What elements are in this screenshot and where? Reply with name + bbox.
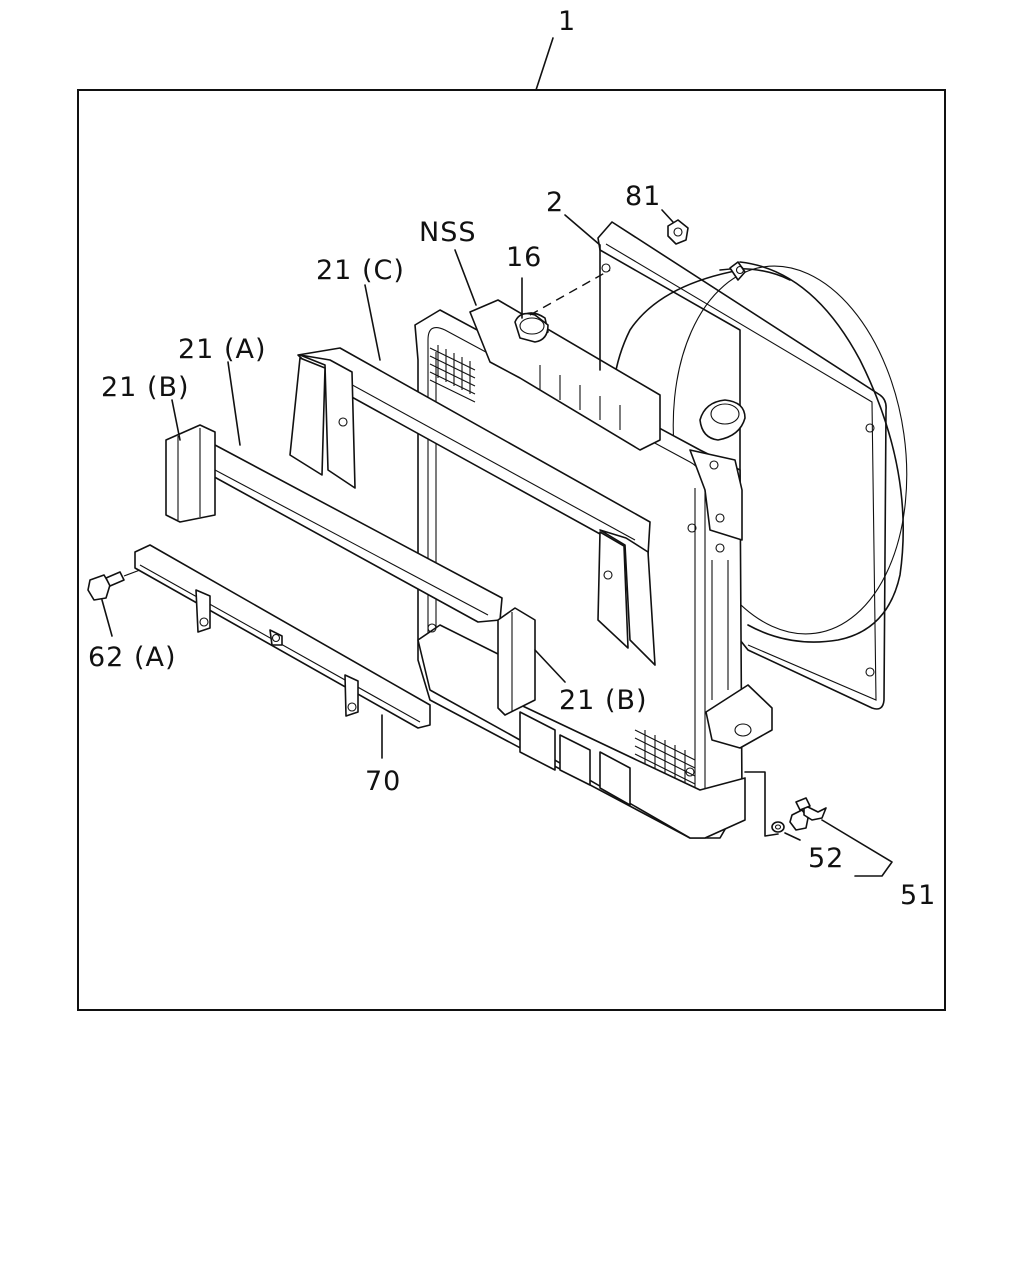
callout-drain-plug: 51 bbox=[900, 880, 936, 911]
radiator-cap bbox=[514, 312, 549, 343]
callout-cap: 16 bbox=[506, 242, 542, 273]
callout-left-bracket: 21 (B) bbox=[101, 372, 190, 403]
callout-drain-washer: 52 bbox=[808, 843, 844, 874]
callout-fan-shroud: 2 bbox=[546, 187, 564, 218]
drain-plug bbox=[771, 797, 827, 833]
callout-lower-bracket: 70 bbox=[365, 766, 401, 797]
callout-side-baffle: 21 (A) bbox=[178, 334, 266, 365]
lower-bracket bbox=[134, 544, 431, 729]
bolt-62a bbox=[87, 569, 141, 601]
callout-upper-baffle: 21 (C) bbox=[316, 255, 405, 286]
radiator-core bbox=[414, 299, 773, 839]
right-bracket bbox=[497, 607, 536, 716]
upper-baffle bbox=[289, 347, 656, 666]
callout-not-serviced: NSS bbox=[419, 217, 476, 248]
callout-right-bracket: 21 (B) bbox=[559, 685, 648, 716]
fan-shroud bbox=[597, 221, 908, 710]
callout-bolt-left: 62 (A) bbox=[88, 642, 176, 673]
leader-1 bbox=[535, 37, 554, 91]
nut-81 bbox=[667, 219, 689, 245]
callout-nut-top: 81 bbox=[625, 181, 661, 212]
leader-lines bbox=[101, 209, 893, 877]
diagram-frame bbox=[77, 89, 946, 1011]
left-bracket bbox=[165, 424, 216, 523]
callout-assembly: 1 bbox=[558, 6, 576, 37]
